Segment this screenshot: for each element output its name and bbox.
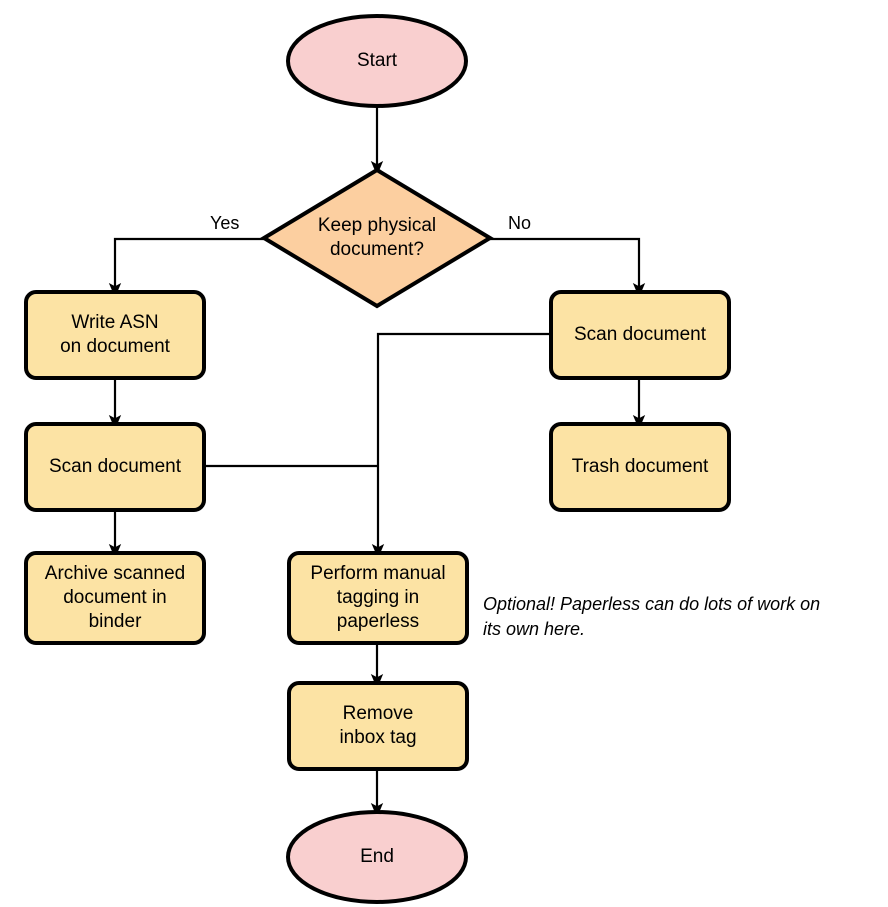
- process-shape: [287, 681, 469, 771]
- connector-scan-right-to-tagging: [371, 332, 551, 559]
- connector-decision-yes-to-write: [108, 237, 265, 298]
- node-scan-right[interactable]: Scan document: [549, 290, 731, 380]
- process-shape: [549, 422, 731, 512]
- edges-layer: [108, 106, 646, 818]
- node-label: End: [360, 846, 394, 867]
- node-label: Scan document: [49, 456, 182, 477]
- process-shape: [24, 422, 206, 512]
- process-shape: [287, 551, 469, 645]
- edge-label-label-no: No: [508, 213, 531, 233]
- process-shape: [24, 551, 206, 645]
- annotation-optional-note: Optional! Paperless can do lots of work …: [483, 594, 820, 639]
- edge-labels-layer: Yes No: [210, 213, 531, 233]
- node-end[interactable]: End: [286, 810, 468, 904]
- terminator-shape: [286, 810, 468, 904]
- node-label: Scan document: [574, 324, 707, 345]
- annotations-layer: Optional! Paperless can do lots of work …: [483, 594, 820, 639]
- node-trash[interactable]: Trash document: [549, 422, 731, 512]
- connector-decision-no-to-scan: [490, 237, 646, 298]
- node-start[interactable]: Start: [286, 14, 468, 108]
- node-label: Start: [357, 50, 398, 71]
- edge-label-label-yes: Yes: [210, 213, 239, 233]
- terminator-shape: [286, 14, 468, 108]
- decision-shape: [260, 167, 494, 309]
- process-shape: [549, 290, 731, 380]
- process-shape: [24, 290, 206, 380]
- node-scan-left[interactable]: Scan document: [24, 422, 206, 512]
- node-label: Trash document: [572, 456, 709, 477]
